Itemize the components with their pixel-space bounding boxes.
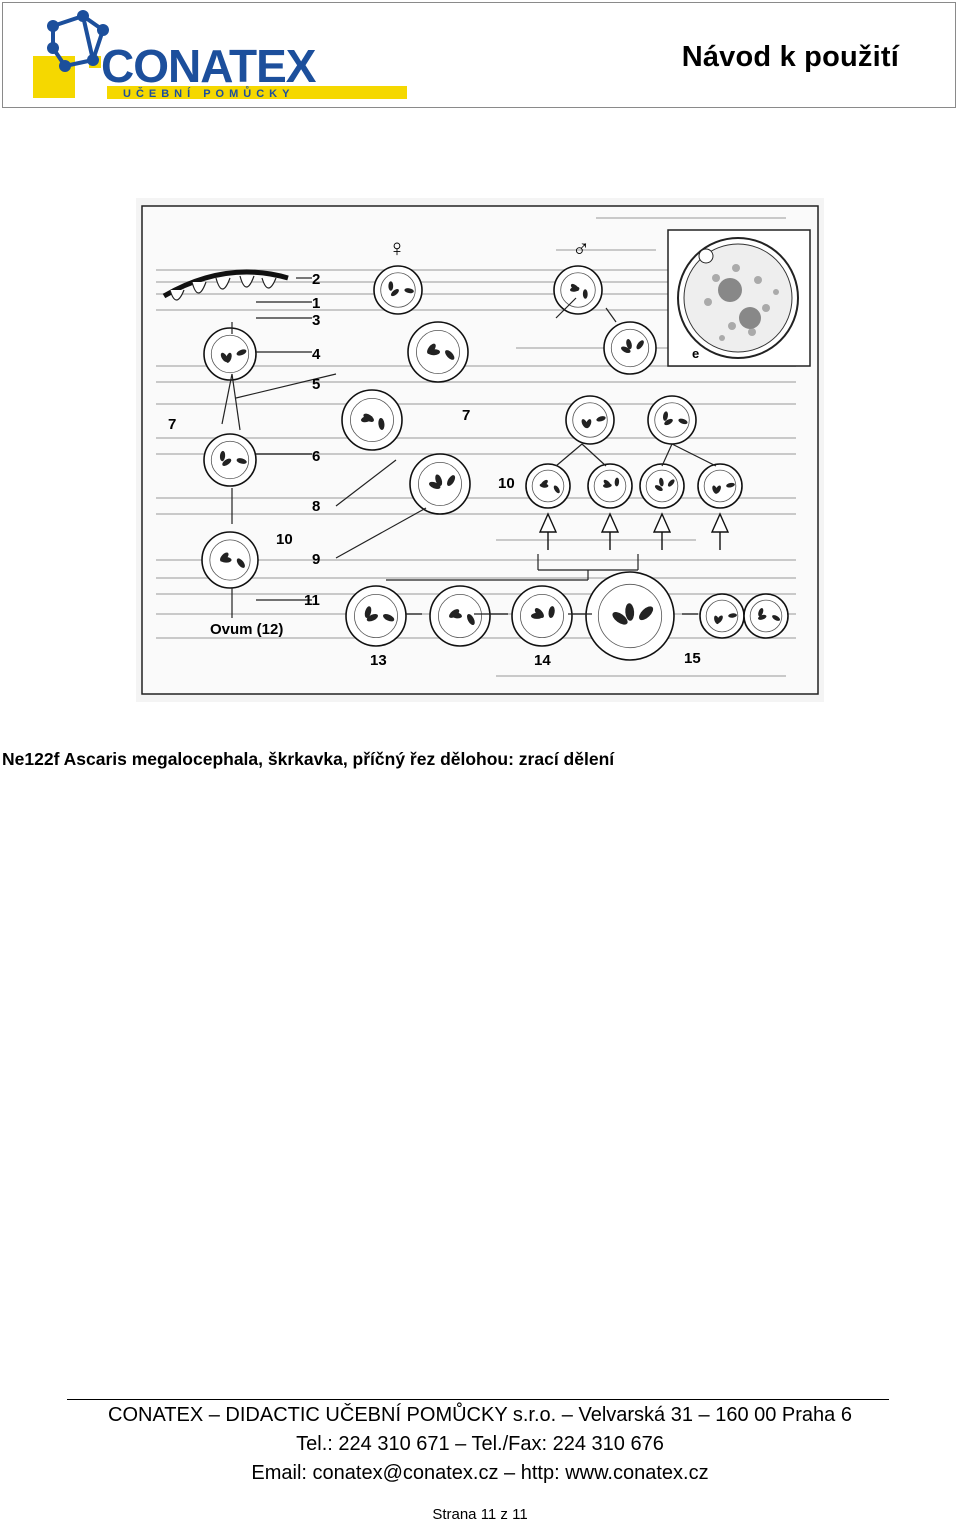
footer-divider (67, 1399, 889, 1400)
label-5: 5 (312, 376, 320, 393)
logo-wordmark: CONATEX (101, 40, 317, 92)
label-11: 11 (304, 592, 320, 609)
inset-label: e (692, 346, 699, 361)
figure-caption: Ne122f Ascaris megalocephala, škrkavka, … (2, 749, 615, 769)
sperm-cell-drawing (538, 512, 558, 550)
label-10b: 10 (498, 475, 515, 492)
page-number: Strana 11 z 11 (432, 1506, 528, 1523)
footer-phone: Tel.: 224 310 671 – Tel./Fax: 224 310 67… (296, 1433, 664, 1455)
sperm-cell-drawing (710, 512, 730, 550)
label-15: 15 (684, 650, 701, 667)
male-symbol: ♂ (572, 235, 590, 262)
label-7b: 7 (462, 407, 470, 424)
label-4: 4 (312, 346, 321, 363)
footer-contact: Email: conatex@conatex.cz – http: www.co… (251, 1462, 709, 1484)
label-9: 9 (312, 551, 320, 568)
label-6: 6 (312, 448, 320, 465)
label-8: 8 (312, 498, 320, 515)
conatex-logo: CONATEX UČEBNÍ POMŮCKY (33, 10, 407, 100)
sperm-cell-drawing (600, 512, 620, 550)
label-7a: 7 (168, 416, 176, 433)
ascaris-meiosis-diagram: e ♀ ♂ 2 1 3 4 5 7 6 8 10 (136, 198, 824, 702)
label-10a: 10 (276, 531, 293, 548)
label-14: 14 (534, 652, 551, 669)
sperm-cell-drawing (652, 512, 672, 550)
page-header: CONATEX UČEBNÍ POMŮCKY Návod k použití (2, 2, 956, 108)
label-2: 2 (312, 271, 320, 288)
logo-subtext: UČEBNÍ POMŮCKY (123, 86, 294, 100)
footer-company: CONATEX – DIDACTIC UČEBNÍ POMŮCKY s.r.o.… (108, 1404, 852, 1426)
label-1: 1 (312, 295, 320, 312)
label-ovum: Ovum (12) (210, 621, 283, 638)
document-title: Návod k použití (681, 41, 899, 73)
female-symbol: ♀ (388, 235, 406, 262)
label-13: 13 (370, 652, 387, 669)
label-3: 3 (312, 312, 320, 329)
